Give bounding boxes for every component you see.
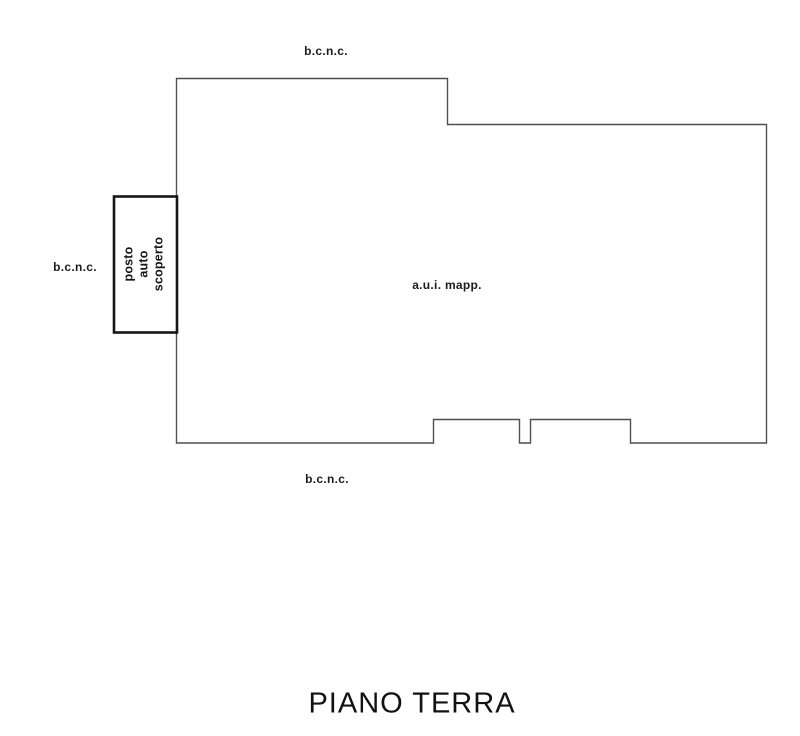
parking-space-rect <box>112 195 179 334</box>
parking-label-line1: posto <box>121 246 136 282</box>
parking-label-line2: auto <box>136 250 151 278</box>
label-unit-mapp: a.u.i. mapp. <box>412 278 482 292</box>
label-bcnc-top: b.c.n.c. <box>304 44 348 58</box>
building-outline <box>175 77 768 444</box>
parking-label-line3: scoperto <box>151 236 166 292</box>
label-bcnc-left: b.c.n.c. <box>53 260 97 274</box>
floor-title: PIANO TERRA <box>308 687 516 720</box>
parking-space-label: posto auto scoperto <box>122 229 170 300</box>
label-bcnc-bottom: b.c.n.c. <box>305 472 349 486</box>
